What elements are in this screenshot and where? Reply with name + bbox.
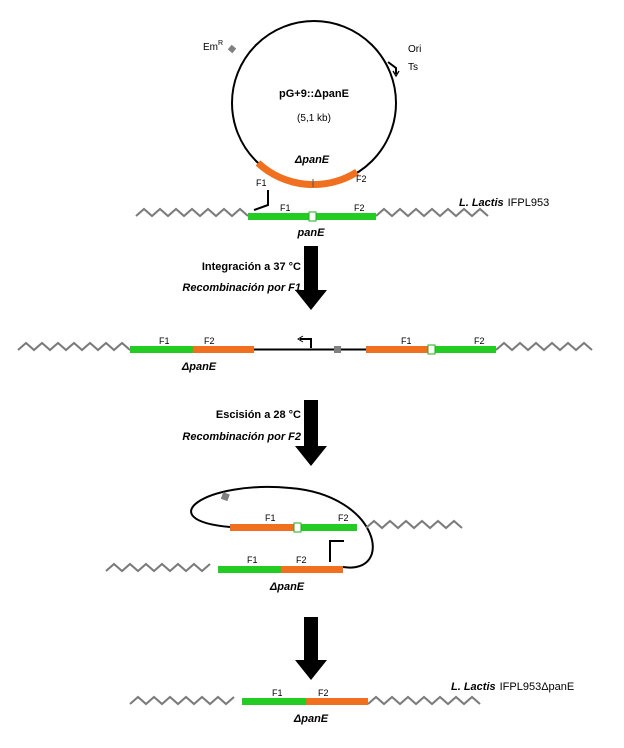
stage3-chromosome-left <box>105 562 211 573</box>
stage3-top-f1: F1 <box>265 513 276 523</box>
stage2-f1-bar-right <box>366 346 430 353</box>
arrow-down-icon <box>295 400 327 466</box>
stage2-em-marker <box>334 346 341 353</box>
chromosome-left <box>135 207 249 218</box>
stage3-chromosome-right <box>365 519 463 530</box>
em-marker <box>227 44 237 54</box>
stage2-f2-bar-right <box>430 346 496 353</box>
stage3-pane-marker <box>293 522 302 533</box>
plasmid-f2: F2 <box>356 174 367 184</box>
crossover-line <box>253 190 269 211</box>
promoter-arrow-icon <box>300 338 312 348</box>
pane-marker <box>308 211 317 222</box>
stage3-bot-f1: F1 <box>247 555 258 565</box>
stage2-chromosome-left <box>17 341 131 352</box>
plasmid-insert-label: ΔpanE <box>294 154 330 166</box>
stage4-f1-bar <box>242 698 306 705</box>
stage2-f2b: F2 <box>474 336 485 346</box>
step2: Escisión a 28 °C Recombinación por F2 <box>182 400 327 466</box>
stage3-top-f2: F2 <box>338 513 349 523</box>
plasmid-size: (5,1 kb) <box>297 113 331 124</box>
stage2-f2-bar-left <box>193 346 254 353</box>
stage1-gene-label: panE <box>297 227 326 239</box>
step2-line2: Recombinación por F2 <box>182 431 301 443</box>
stage3-top-f2-bar <box>296 524 357 531</box>
plasmid: EmR Ori Ts pG+9::ΔpanE (5,1 kb) ΔpanE F1… <box>203 20 421 211</box>
stage2-f2a: F2 <box>204 336 215 346</box>
step1: Integración a 37 °C Recombinación por F1 <box>182 246 327 310</box>
plasmid-insert-arc <box>255 160 359 188</box>
stage4-f2: F2 <box>318 688 329 698</box>
stage3-excision: F1 F2 F1 F2 ΔpanE <box>105 486 463 593</box>
em-label: EmR <box>203 40 223 53</box>
stage4-f2-bar <box>306 698 368 705</box>
stage3-promoter-line <box>329 540 344 562</box>
stage3-bot-f1-bar <box>218 566 281 573</box>
stage3-em-marker <box>220 492 230 502</box>
stage2-integrated: F1 F2 F1 F2 ΔpanE <box>17 335 593 373</box>
stage3-bot-f2-bar <box>281 566 343 573</box>
stage2-f1-bar-left <box>130 346 193 353</box>
stage4-chromosome-right <box>367 695 481 706</box>
stage2-chromosome-right <box>495 341 593 352</box>
stage3-top-f1-bar <box>230 524 296 531</box>
ori-label: Ori <box>408 44 421 55</box>
step3 <box>295 617 327 680</box>
step2-line1: Escisión a 28 °C <box>216 409 301 421</box>
stage1-f1: F1 <box>280 203 291 213</box>
stage4-f1: F1 <box>272 688 283 698</box>
plasmid-name: pG+9::ΔpanE <box>279 88 349 100</box>
arrow-down-icon <box>295 617 327 680</box>
ts-promoter-arrow-icon <box>387 61 397 74</box>
stage3-gene-label: ΔpanE <box>269 581 305 593</box>
ts-label: Ts <box>408 62 418 73</box>
stage3-bot-f2: F2 <box>296 555 307 565</box>
arrow-down-icon <box>295 246 327 310</box>
stage4-gene-label: ΔpanE <box>293 713 329 725</box>
stage2-pane-marker <box>427 344 436 355</box>
stage2-f1b: F1 <box>401 336 412 346</box>
stage4-chromosome-left <box>129 695 235 706</box>
stage3-loop <box>190 486 374 569</box>
stage1-f2: F2 <box>354 203 365 213</box>
step1-line1: Integración a 37 °C <box>202 261 301 273</box>
chromosome-right <box>375 207 489 218</box>
stage2-f1a: F1 <box>159 336 170 346</box>
stage2-gene-label: ΔpanE <box>181 361 217 373</box>
plasmid-f1: F1 <box>256 178 267 188</box>
step1-line2: Recombinación por F1 <box>182 282 301 294</box>
